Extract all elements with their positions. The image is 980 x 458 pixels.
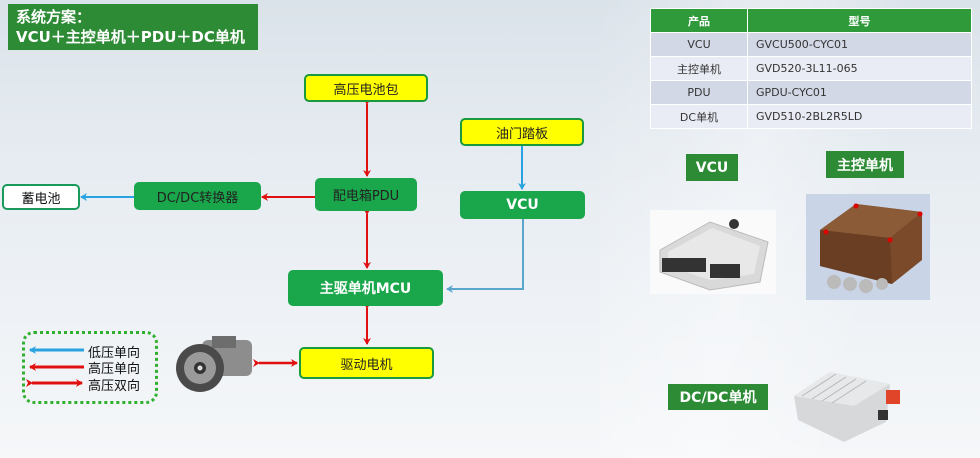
node-throttle-pedal: 油门踏板: [460, 118, 584, 146]
node-label: 驱动电机: [340, 357, 393, 373]
node-label: 配电箱PDU: [332, 189, 400, 204]
product-label-vcu: VCU: [686, 154, 738, 181]
cell-model: GVD510-2BL2R5LD: [747, 104, 972, 129]
node-label: DC/DC转换器: [156, 190, 239, 206]
node-mcu: 主驱单机MCU: [288, 270, 443, 306]
table-header-row: 产品 型号: [650, 8, 972, 33]
node-drive-motor: 驱动电机: [299, 347, 434, 379]
node-vcu: VCU: [460, 191, 585, 219]
header-product: 产品: [650, 8, 748, 33]
main-controller-image: [806, 194, 930, 300]
node-dcdc-converter: DC/DC转换器: [134, 182, 261, 210]
cell-product: VCU: [650, 32, 748, 57]
cell-product: 主控单机: [650, 56, 748, 81]
title-line-2: VCU＋主控单机＋PDU＋DC单机: [16, 28, 245, 46]
node-label: 油门踏板: [495, 126, 548, 142]
legend-box: [22, 331, 158, 404]
cell-model: GVD520-3L11-065: [747, 56, 972, 81]
node-battery: 蓄电池: [2, 184, 80, 210]
title-line-1: 系统方案：: [16, 8, 92, 26]
cell-model: GVCU500-CYC01: [747, 32, 972, 57]
drive-motor-image: [176, 336, 252, 392]
legend-label-hv-single: 高压单向: [88, 362, 141, 377]
legend-label-hv-double: 高压双向: [88, 379, 141, 394]
table-row: PDU GPDU-CYC01: [650, 80, 972, 105]
vcu-image: [650, 210, 776, 294]
dcdc-image: [794, 372, 900, 442]
arrow-vcu-mcu: [446, 219, 524, 293]
cell-model: GPDU-CYC01: [747, 80, 972, 105]
cell-product: DC单机: [650, 104, 748, 129]
node-label: 蓄电池: [21, 191, 61, 207]
cell-product: PDU: [650, 80, 748, 105]
node-label: 高压电池包: [333, 82, 399, 98]
product-label-main-controller: 主控单机: [826, 151, 904, 178]
node-label: 主驱单机MCU: [319, 281, 412, 297]
node-pdu: 配电箱PDU: [315, 178, 417, 211]
node-hv-battery-pack: 高压电池包: [304, 74, 428, 102]
system-title: 系统方案： VCU＋主控单机＋PDU＋DC单机: [8, 4, 258, 50]
node-label: VCU: [506, 197, 539, 213]
legend-label-lv-single: 低压单向: [88, 346, 141, 361]
header-model: 型号: [747, 8, 972, 33]
product-label-dcdc: DC/DC单机: [668, 384, 768, 410]
